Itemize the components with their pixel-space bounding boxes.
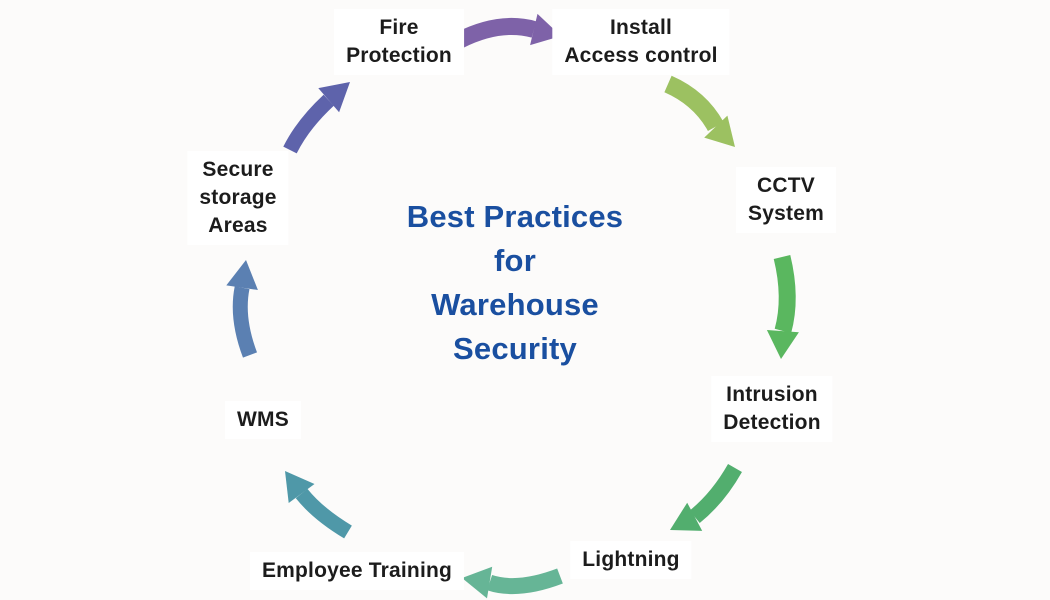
arrow-fire-protection-to-install-access-control [456,13,561,48]
arrow-intrusion-detection-to-lightning [670,463,742,531]
node-wms: WMS [225,401,301,439]
arrow-body [689,463,742,524]
arrow-body [456,17,537,48]
diagram-title: Best Practices for Warehouse Security [407,195,624,371]
node-label-line: Detection [723,411,821,434]
arrow-head-icon [226,260,258,290]
arrow-head-icon [670,502,703,531]
arrow-body [232,286,258,358]
node-label-line: System [748,202,824,225]
node-label-line: Areas [208,214,268,237]
arrow-head-icon [462,566,493,599]
node-label-line: Lightning [582,548,680,571]
arrow-cctv-system-to-intrusion-detection [766,254,799,359]
arrow-head-icon [285,471,315,503]
arrow-install-access-control-to-cctv-system [664,75,735,147]
arrow-wms-to-secure-storage-areas [226,260,258,358]
arrow-body [295,488,352,539]
arrow-body [773,254,796,334]
diagram-title-line: Best Practices [406,199,624,234]
diagram-title-line: Warehouse [431,287,599,322]
node-label-line: Intrusion [726,383,818,406]
node-label-line: storage [199,186,277,209]
node-label-line: Protection [346,44,452,67]
node-lightning: Lightning [570,541,692,579]
node-label-line: CCTV [757,174,815,197]
node-secure-storage-areas: Secure storage Areas [187,151,289,245]
arrow-employee-training-to-wms [285,471,352,539]
arrow-lightning-to-employee-training [462,566,563,599]
node-label-line: Install [609,16,673,39]
arrow-secure-storage-areas-to-fire-protection [283,82,350,154]
node-label-line: WMS [237,408,289,431]
node-cctv-system: CCTV System [736,167,836,233]
diagram-title-line: Security [453,331,577,366]
node-employee-training: Employee Training [249,552,465,590]
node-install-access-control: Install Access control [552,9,730,75]
node-label-line: Employee Training [261,559,453,582]
diagram-title-line: for [494,243,536,278]
node-intrusion-detection: Intrusion Detection [711,376,833,442]
node-label-line: Fire [379,16,419,39]
arrow-head-icon [704,115,735,147]
node-label-line: Secure [202,158,274,181]
arrow-body [283,94,334,154]
arrow-body [487,568,563,595]
arrow-body [664,75,724,132]
node-fire-protection: Fire Protection [334,9,464,75]
arrow-head-icon [318,82,350,113]
arrow-head-icon [766,330,799,359]
node-label-line: Access control [564,44,718,67]
